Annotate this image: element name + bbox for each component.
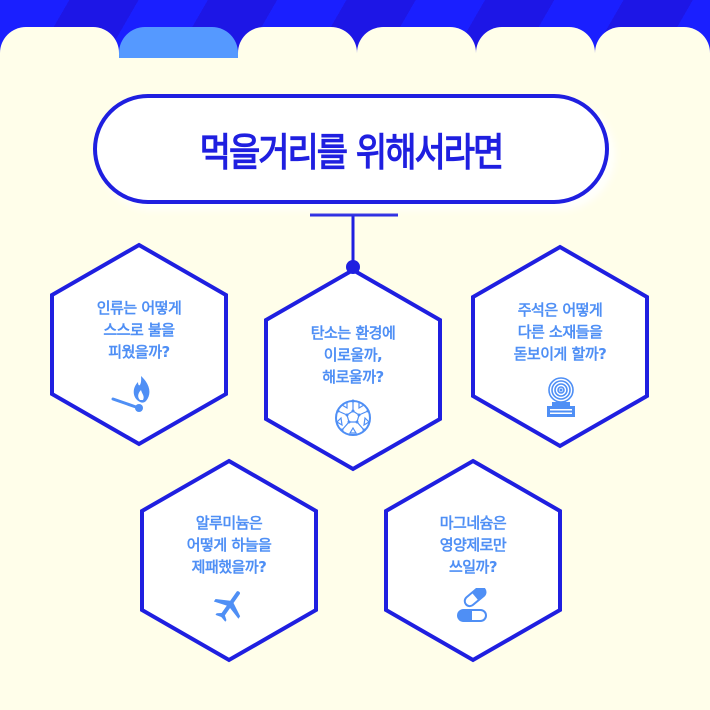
node-label-aluminum: 알루미늄은 어떻게 하늘을 제패했을까? bbox=[186, 514, 272, 576]
node-label-magnesium: 마그네슘은 영양제로만 쓰일까? bbox=[439, 514, 507, 576]
hexagon-fire bbox=[50, 242, 228, 447]
hexagon-magnesium bbox=[384, 458, 562, 663]
title-pill: 먹을거리를 위해서라면 bbox=[93, 94, 609, 204]
airplane-icon bbox=[213, 591, 241, 622]
spool-machine-icon bbox=[547, 377, 575, 417]
node-label-fire: 인류는 어떻게 스스로 불을 피웠을까? bbox=[96, 299, 182, 361]
hexagon-aluminum bbox=[140, 458, 318, 663]
hexagon-carbon bbox=[264, 267, 442, 472]
node-label-carbon: 탄소는 환경에 이로울까, 해로울까? bbox=[310, 324, 396, 386]
content-background bbox=[0, 58, 710, 78]
tab-2-active[interactable] bbox=[119, 27, 238, 58]
fullerene-molecule-icon bbox=[335, 399, 371, 436]
node-label-tin: 주석은 어떻게 다른 소재들을 돋보이게 할까? bbox=[513, 301, 607, 363]
hexagon-tin bbox=[471, 244, 649, 449]
pill-capsule-icon bbox=[457, 588, 487, 622]
page-title: 먹을거리를 위해서라면 bbox=[199, 130, 505, 177]
connector-dot bbox=[346, 260, 360, 274]
match-flame-icon bbox=[111, 376, 150, 412]
